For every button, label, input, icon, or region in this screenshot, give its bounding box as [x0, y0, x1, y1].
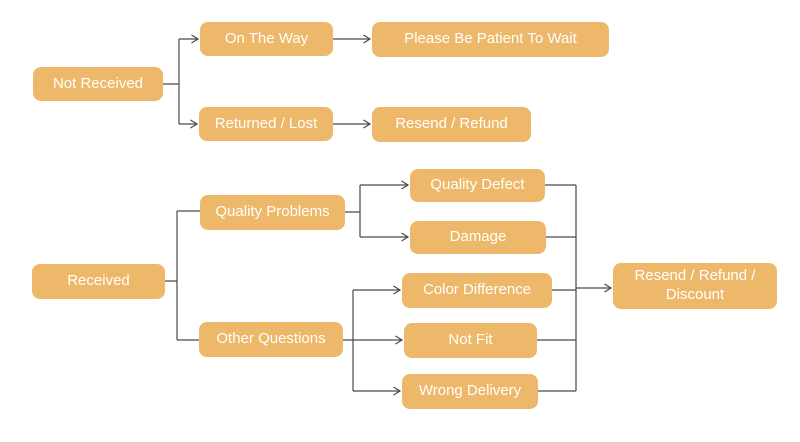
node-damage: Damage: [410, 221, 546, 254]
node-received: Received: [32, 264, 165, 299]
edge-not-received-trunk: [163, 39, 180, 124]
node-please-be-patient-to-wait: Please Be Patient To Wait: [372, 22, 609, 57]
node-quality-problems: Quality Problems: [200, 195, 345, 230]
node-on-the-way: On The Way: [200, 22, 333, 56]
node-returned-lost: Returned / Lost: [199, 107, 333, 141]
node-resend-refund-discount: Resend / Refund / Discount: [613, 263, 777, 309]
node-resend-refund: Resend / Refund: [372, 107, 531, 142]
node-other-questions: Other Questions: [199, 322, 343, 357]
node-not-fit: Not Fit: [404, 323, 537, 358]
edge-received-trunk: [165, 210, 200, 341]
node-quality-defect: Quality Defect: [410, 169, 545, 202]
edge-quality-problems-trunk: [345, 185, 361, 237]
edge-other-questions-trunk: [343, 290, 354, 391]
node-wrong-delivery: Wrong Delivery: [402, 374, 538, 409]
node-color-difference: Color Difference: [402, 273, 552, 308]
edge-collector-trunk: [537, 184, 577, 392]
node-not-received: Not Received: [33, 67, 163, 101]
